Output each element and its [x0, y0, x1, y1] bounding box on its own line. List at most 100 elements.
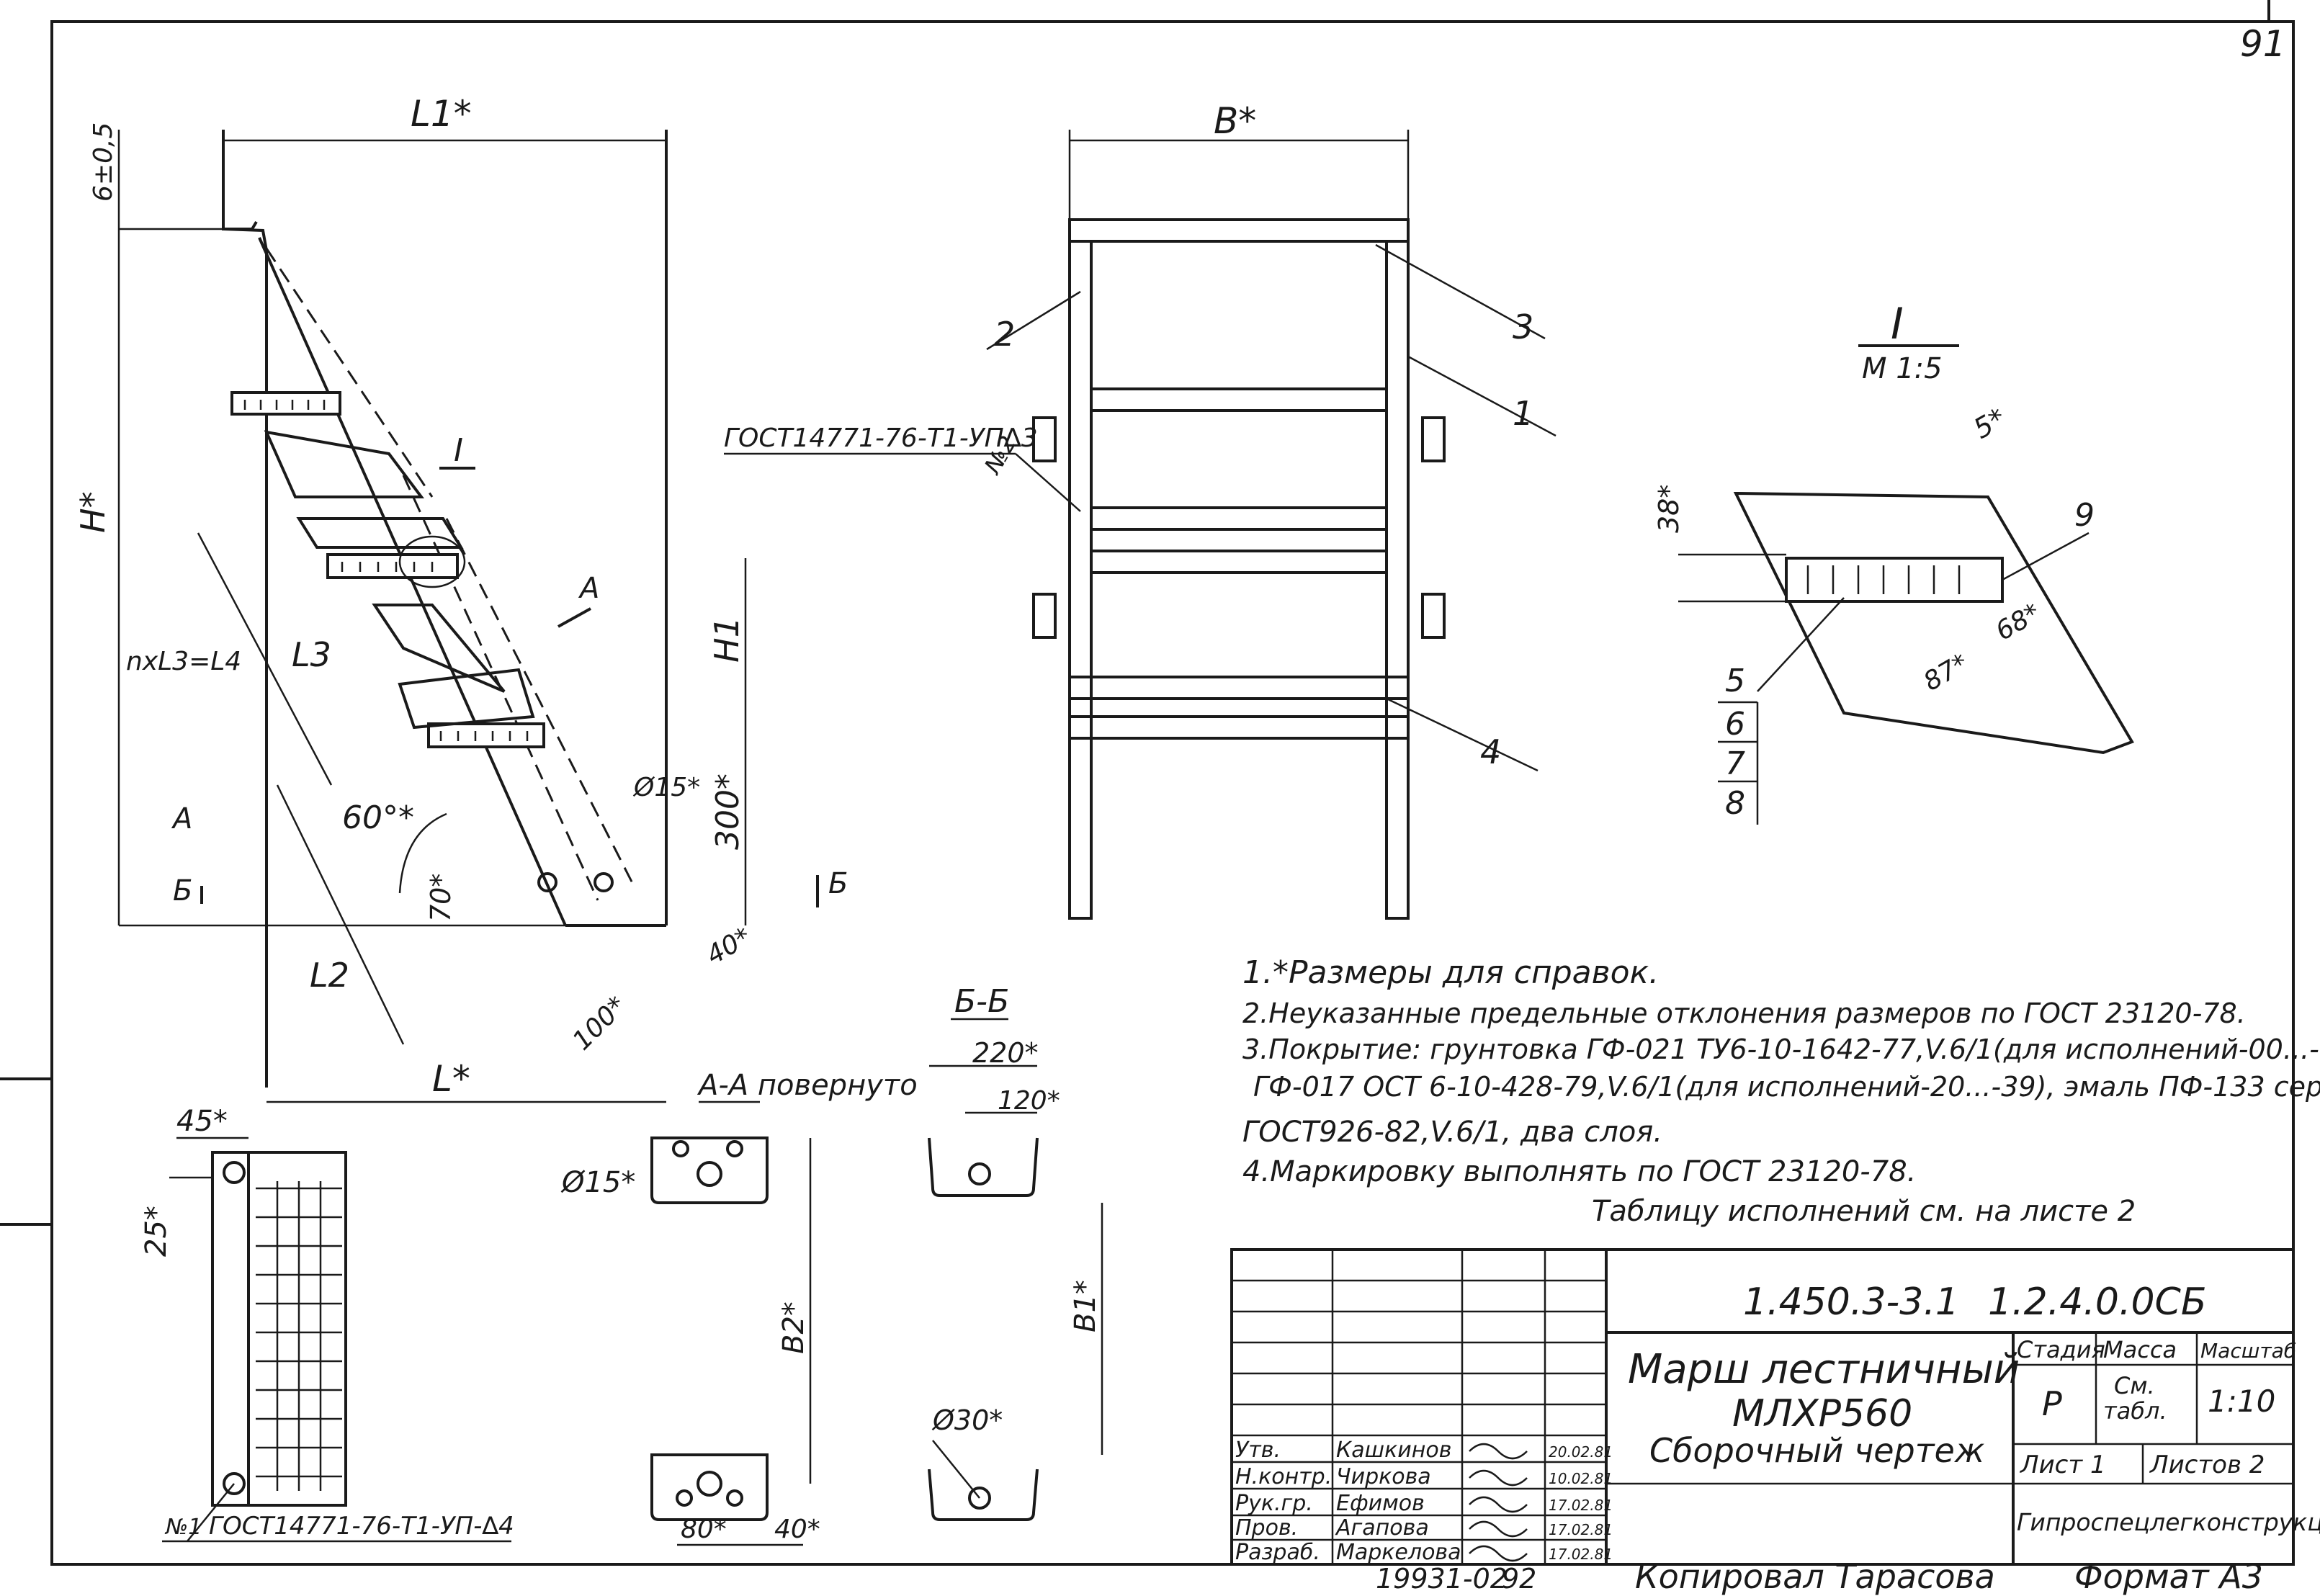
section-aa-hole-1: [697, 1161, 722, 1187]
tread-grid-v: [276, 1181, 322, 1491]
stage-value: Р: [2042, 1384, 2062, 1423]
detail-circle: [398, 535, 466, 588]
section-b-right: Б: [828, 867, 848, 900]
dim-l3: L3: [292, 635, 331, 674]
right-plate-1: [1421, 416, 1446, 462]
tread-side: [211, 1151, 250, 1507]
section-bb-dim-220: 220*: [972, 1037, 1039, 1069]
section-aa-title: А-А повернуто: [697, 1069, 918, 1102]
top-rail: [1068, 218, 1410, 243]
section-aa: А-А повернуто Ø15* B2* 80* 40*: [560, 1069, 918, 1546]
detail-title: I: [1891, 299, 1904, 349]
tread-1: [230, 391, 424, 498]
foot-hole-1: [537, 872, 557, 892]
sig-name-1: Кашкинов: [1336, 1438, 1451, 1463]
callout-5-leader: [1757, 597, 1845, 692]
note-3: 3.Покрытие: грунтовка ГФ-021 ТУ6-10-1642…: [1242, 1034, 2320, 1065]
sig-date-4: 17.02.81: [1549, 1521, 1613, 1538]
dim-line-stair-run: [197, 532, 333, 786]
sig-name-5: Маркелова: [1336, 1540, 1461, 1565]
dim-40: 40*: [702, 922, 756, 970]
tread-hole-bottom: [223, 1472, 246, 1495]
tread-3-grating: [427, 722, 545, 748]
tread-2-support: [296, 517, 464, 549]
section-aa-dim-hole: Ø15*: [560, 1166, 635, 1199]
tread-1-grating: [230, 391, 341, 416]
title-line-3: Сборочный чертеж: [1649, 1431, 1985, 1470]
dim-l1: L1*: [411, 93, 472, 135]
section-bb: Б-Б 220* 120* B1* Ø30*: [928, 983, 1103, 1521]
callout-6: 6: [1725, 706, 1745, 743]
section-aa-bottom-bracket: [650, 1453, 769, 1521]
copied-by: Копировал Тарасова: [1635, 1557, 1995, 1596]
side-view: L1* H* 6±0,5 nxL3=L4 L3 H1 300* 60°* Ø15…: [73, 93, 848, 1103]
section-aa-top-bracket: [650, 1137, 769, 1204]
section-bb-dim-b1: B1*: [1069, 1280, 1102, 1332]
signature-mark-1: [1469, 1443, 1528, 1460]
tread-1-bars: [243, 400, 326, 410]
signature-table: Утв. Кашкинов 20.02.81 Н.контр. Чиркова …: [1232, 1250, 1613, 1565]
section-bb-title: Б-Б: [954, 983, 1009, 1020]
frame-border: [50, 20, 2295, 1566]
tread-1-support: [264, 430, 424, 498]
section-bb-dim-120: 120*: [998, 1086, 1060, 1116]
bottom-stamps: 19931-02 92 Копировал Тарасова Формат А3: [1376, 1557, 2263, 1596]
sheet-label: Лист 1: [2019, 1451, 2106, 1479]
inventory-suffix: 92: [1502, 1563, 1536, 1595]
top-bracket: [223, 228, 268, 251]
tread-view: 45* 25* ГОСТ14771-76-Т1-УП-∆4 №1: [140, 1105, 514, 1543]
tread-grid: [256, 1181, 342, 1491]
tread-hole-top: [223, 1161, 246, 1184]
section-a-top: А: [578, 572, 599, 605]
angle-arc: [398, 812, 447, 894]
section-aa-hole-3: [672, 1140, 689, 1157]
stage-header: Стадия: [2017, 1336, 2105, 1363]
section-aa-hole-2: [726, 1140, 743, 1157]
left-post: [1068, 240, 1093, 920]
section-aa-hole-5: [676, 1489, 693, 1507]
dim-5: 5*: [1969, 402, 2011, 445]
title-line-1: Марш лестничный: [1628, 1346, 2020, 1393]
callout-4-leader: [1386, 697, 1539, 772]
signature-mark-4: [1469, 1520, 1528, 1538]
drawing-sub-code: 1.2.4.0.0СБ: [1988, 1281, 2207, 1324]
section-a-arrow-top: [557, 607, 591, 628]
sheet-frame: 91: [0, 0, 2295, 1566]
stringer-hidden-edge-2: [445, 518, 635, 887]
dim-angle: 60°*: [342, 799, 414, 836]
section-aa-dim-b2: B2*: [777, 1301, 810, 1354]
dim-25: 25*: [140, 1206, 173, 1257]
tread-weld-no: №1: [164, 1515, 202, 1540]
sig-role-5: Разраб.: [1235, 1540, 1320, 1565]
section-a-left: А: [171, 802, 192, 835]
cross-bar-4: [1068, 676, 1410, 700]
detail-scale: М 1:5: [1862, 352, 1943, 385]
notes: 1.*Размеры для справок. 2.Неуказанные пр…: [1242, 954, 2320, 1228]
drawing-code: 1.450.3-3.1: [1743, 1281, 1959, 1324]
section-aa-hole-4: [697, 1471, 722, 1497]
tread-2-grating: [326, 553, 459, 579]
tread-weld-symbol: ГОСТ14771-76-Т1-УП-∆4: [209, 1512, 514, 1541]
stringer-hidden-edge-1: [265, 248, 434, 498]
note-table-ref: Таблицу исполнений см. на листе 2: [1592, 1195, 2136, 1228]
sig-date-3: 17.02.81: [1549, 1497, 1613, 1514]
section-bb-dim-hole: Ø30*: [931, 1404, 1003, 1436]
dim-38: 38*: [1653, 485, 1685, 533]
dim-stair-run: nxL3=L4: [126, 647, 241, 676]
dim-68: 68*: [1991, 598, 2046, 646]
dim-h1: H1: [707, 617, 746, 663]
callout-2: 2: [994, 315, 1015, 354]
tread-3-bars: [439, 731, 529, 741]
tread-2-bars: [341, 562, 434, 572]
section-bb-bottom-bracket: [928, 1469, 1039, 1521]
dim-45: 45*: [176, 1105, 228, 1138]
top-bracket-line: [222, 130, 258, 230]
scale-header: Масштаб: [2200, 1339, 2296, 1363]
sig-name-3: Ефимов: [1336, 1491, 1425, 1516]
sig-role-3: Рук.гр.: [1235, 1491, 1313, 1516]
tread-3: [398, 668, 545, 748]
dim-hole: Ø15*: [632, 773, 700, 802]
inventory-number: 19931-02: [1376, 1563, 1508, 1595]
section-aa-dim-40: 40*: [774, 1515, 820, 1544]
